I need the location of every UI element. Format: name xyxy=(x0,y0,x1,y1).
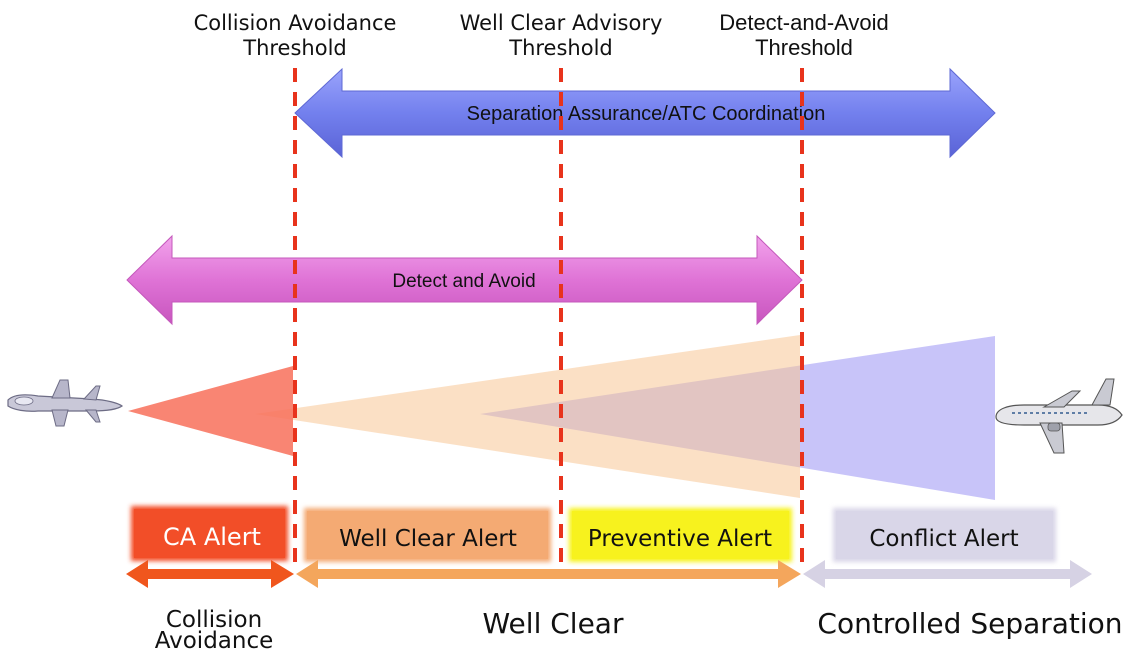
daa-threshold-label: Detect-and-Avoid Threshold xyxy=(719,10,889,60)
uav-drone-icon xyxy=(7,379,124,427)
well-clear-alert-volume xyxy=(255,335,800,498)
svg-text:Threshold: Threshold xyxy=(242,36,347,60)
svg-text:Well Clear Advisory: Well Clear Advisory xyxy=(460,11,663,35)
well-clear-range-arrow xyxy=(296,560,801,588)
controlled-separation-region-label: Controlled Separation xyxy=(817,607,1122,640)
conflict-alert-box: Conflict Alert xyxy=(833,508,1056,562)
svg-text:Collision Avoidance: Collision Avoidance xyxy=(194,11,397,35)
airliner-icon xyxy=(995,378,1123,454)
preventive-alert-box: Preventive Alert xyxy=(569,508,792,562)
controlled-separation-range-arrow xyxy=(803,560,1092,588)
svg-text:Avoidance: Avoidance xyxy=(155,628,274,651)
svg-text:Collision: Collision xyxy=(166,607,262,633)
conflict-alert-label: Conflict Alert xyxy=(869,526,1018,552)
well-clear-alert-label: Well Clear Alert xyxy=(339,526,517,552)
ca-alert-volume xyxy=(128,366,293,456)
separation-assurance-arrow xyxy=(294,67,996,159)
ca-alert-box: CA Alert xyxy=(131,506,288,561)
ca-threshold-label: Collision Avoidance Threshold xyxy=(194,11,397,60)
svg-text:Threshold: Threshold xyxy=(508,36,613,60)
preventive-alert-label: Preventive Alert xyxy=(588,526,772,552)
collision-avoidance-range-arrow xyxy=(126,560,294,588)
well-clear-advisory-threshold-label: Well Clear Advisory Threshold xyxy=(460,11,663,60)
detect-and-avoid-arrow xyxy=(126,234,803,326)
collision-avoidance-region-label: Collision Avoidance xyxy=(155,607,274,651)
svg-text:Detect-and-Avoid: Detect-and-Avoid xyxy=(719,10,889,35)
svg-text:Threshold: Threshold xyxy=(755,35,853,60)
detect-and-avoid-label: Detect and Avoid xyxy=(392,271,535,292)
well-clear-alert-box: Well Clear Alert xyxy=(304,508,551,562)
well-clear-region-label: Well Clear xyxy=(483,607,624,640)
separation-assurance-label: Separation Assurance/ATC Coordination xyxy=(467,103,826,125)
ca-alert-label: CA Alert xyxy=(163,523,261,551)
